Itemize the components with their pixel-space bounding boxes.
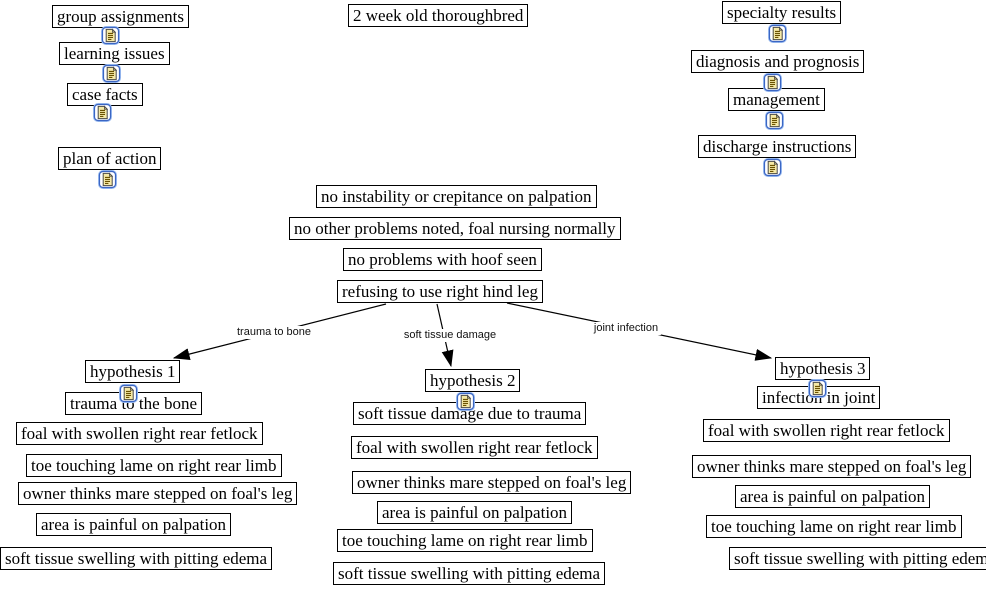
node-h3-evidence-swelling[interactable]: soft tissue swelling with pitting edema (729, 547, 986, 570)
document-note-icon[interactable] (763, 73, 782, 92)
node-finding-no-hoof-problems[interactable]: no problems with hoof seen (343, 248, 542, 271)
node-specialty-results[interactable]: specialty results (722, 1, 842, 24)
document-note-icon[interactable] (456, 392, 475, 411)
node-hypothesis-2[interactable]: hypothesis 2 (425, 369, 521, 392)
node-hypothesis-2-subtitle[interactable]: soft tissue damage due to trauma (353, 402, 587, 425)
node-finding-no-instability[interactable]: no instability or crepitance on palpatio… (316, 185, 597, 208)
document-note-icon[interactable] (98, 170, 117, 189)
link-label-soft-tissue-damage[interactable]: soft tissue damage (400, 329, 500, 342)
document-note-icon[interactable] (768, 24, 787, 43)
node-learning-issues[interactable]: learning issues (59, 42, 170, 65)
node-hypothesis-1-subtitle[interactable]: trauma to the bone (65, 392, 202, 415)
document-note-icon[interactable] (101, 26, 120, 45)
node-h3-evidence-painful[interactable]: area is painful on palpation (735, 485, 931, 508)
node-group-assignments[interactable]: group assignments (52, 5, 190, 28)
document-note-icon[interactable] (808, 379, 827, 398)
node-hypothesis-1[interactable]: hypothesis 1 (85, 360, 181, 383)
node-h2-evidence-owner[interactable]: owner thinks mare stepped on foal's leg (352, 471, 632, 494)
node-h2-evidence-swelling[interactable]: soft tissue swelling with pitting edema (333, 562, 606, 585)
node-h1-evidence-fetlock[interactable]: foal with swollen right rear fetlock (16, 422, 263, 445)
link-label-trauma-to-bone[interactable]: trauma to bone (234, 326, 314, 339)
node-finding-no-other-problems[interactable]: no other problems noted, foal nursing no… (289, 217, 621, 240)
node-finding-refusing-leg[interactable]: refusing to use right hind leg (337, 280, 543, 303)
node-h1-evidence-toe[interactable]: toe touching lame on right rear limb (26, 454, 282, 477)
node-h2-evidence-toe[interactable]: toe touching lame on right rear limb (337, 529, 593, 552)
node-h3-evidence-toe[interactable]: toe touching lame on right rear limb (706, 515, 962, 538)
node-hypothesis-3[interactable]: hypothesis 3 (775, 357, 871, 380)
node-h2-evidence-fetlock[interactable]: foal with swollen right rear fetlock (351, 436, 598, 459)
node-h2-evidence-painful[interactable]: area is painful on palpation (377, 501, 573, 524)
node-case-title[interactable]: 2 week old thoroughbred (348, 4, 529, 27)
node-h1-evidence-painful[interactable]: area is painful on palpation (36, 513, 232, 536)
link-label-joint-infection[interactable]: joint infection (590, 322, 662, 335)
node-discharge-instructions[interactable]: discharge instructions (698, 135, 857, 158)
node-h3-evidence-owner[interactable]: owner thinks mare stepped on foal's leg (692, 455, 972, 478)
document-note-icon[interactable] (119, 384, 138, 403)
node-h1-evidence-swelling[interactable]: soft tissue swelling with pitting edema (0, 547, 273, 570)
document-note-icon[interactable] (763, 158, 782, 177)
node-diagnosis-and-prognosis[interactable]: diagnosis and prognosis (691, 50, 865, 73)
document-note-icon[interactable] (93, 103, 112, 122)
node-h1-evidence-owner[interactable]: owner thinks mare stepped on foal's leg (18, 482, 298, 505)
document-note-icon[interactable] (765, 111, 784, 130)
document-note-icon[interactable] (102, 64, 121, 83)
node-plan-of-action[interactable]: plan of action (58, 147, 162, 170)
node-h3-evidence-fetlock[interactable]: foal with swollen right rear fetlock (703, 419, 950, 442)
node-management[interactable]: management (728, 88, 825, 111)
